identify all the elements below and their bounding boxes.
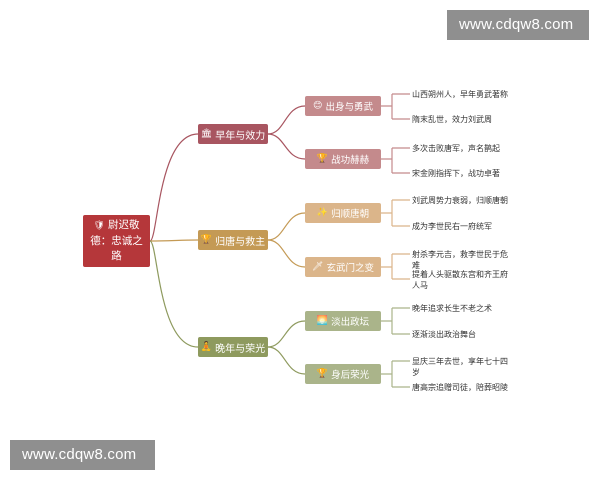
sparkle-icon: ✨ <box>316 208 329 218</box>
sunrise-icon: 🌅 <box>316 316 329 326</box>
connector-sub-4-leaves <box>381 253 410 280</box>
meditation-icon: 🧘 <box>200 342 213 352</box>
branch-label: 早年与效力 <box>215 130 266 142</box>
sub-label: 归顺唐朝 <box>331 209 370 220</box>
leaf-item: 刘武周势力衰弱，归顺唐朝 <box>412 196 508 205</box>
trophy-icon: 🏆 <box>316 154 329 164</box>
leaf-item: 多次击败唐军，声名鹊起 <box>412 144 500 153</box>
leaf-item: 显庆三年去世，享年七十四岁 <box>412 357 508 377</box>
sub-node-submission[interactable]: ✨归顺唐朝 <box>305 203 381 223</box>
branch-node-later-years[interactable]: 🧘晚年与荣光 <box>198 337 268 357</box>
connector-branch-1-sub-2 <box>267 133 306 160</box>
connector-sub-3-leaves <box>381 199 410 227</box>
sub-node-merits[interactable]: 🏆战功赫赫 <box>305 149 381 169</box>
connector-branch-2-sub-1 <box>267 212 306 241</box>
sword-icon: 🗡 <box>312 262 324 272</box>
leaf-item: 成为李世民右一府统军 <box>412 222 492 231</box>
sub-node-origins[interactable]: 😊出身与勇武 <box>305 96 381 116</box>
sub-node-retirement[interactable]: 🌅淡出政坛 <box>305 311 381 331</box>
bust-icon: 🏛 <box>200 129 213 139</box>
connector-root-branch-1 <box>149 133 199 242</box>
connector-sub-5-leaves <box>381 307 410 335</box>
connector-sub-1-leaves <box>381 93 410 120</box>
watermark-top: www.cdqw8.com <box>447 10 589 40</box>
connector-sub-2-leaves <box>381 147 410 174</box>
leaf-item: 唐高宗追赠司徒，陪葬昭陵 <box>412 383 508 392</box>
sub-label: 淡出政坛 <box>331 317 370 328</box>
leaf-item: 晚年追求长生不老之术 <box>412 304 492 313</box>
sub-node-posthumous[interactable]: 🏆身后荣光 <box>305 364 381 384</box>
root-label: 尉迟敬德：忠诚之路 <box>90 219 143 262</box>
connector-branch-1-sub-1 <box>267 105 306 135</box>
leaf-item: 逐渐淡出政治舞台 <box>412 330 476 339</box>
leaf-item: 山西朔州人，早年勇武著称 <box>412 90 508 99</box>
connector-root-branch-3 <box>149 240 199 348</box>
root-node[interactable]: 🛡尉迟敬德：忠诚之路 <box>83 215 150 267</box>
sub-label: 战功赫赫 <box>331 155 370 166</box>
face-icon: 😊 <box>313 101 323 111</box>
branch-node-early-years[interactable]: 🏛早年与效力 <box>198 124 268 144</box>
watermark-bottom: www.cdqw8.com <box>10 440 155 470</box>
connector-branch-2-sub-2 <box>267 239 306 268</box>
branch-node-joining-tang[interactable]: 🏆归唐与救主 <box>198 230 268 250</box>
trophy-icon: 🏆 <box>316 369 329 379</box>
sub-node-xuanwu-gate[interactable]: 🗡玄武门之变 <box>305 257 381 277</box>
branch-label: 归唐与救主 <box>215 236 266 248</box>
sub-label: 玄武门之变 <box>326 263 374 274</box>
branch-label: 晚年与荣光 <box>215 343 266 355</box>
leaf-item: 射杀李元吉，救李世民于危难 <box>412 250 508 270</box>
connector-branch-3-sub-2 <box>267 346 306 375</box>
sub-label: 身后荣光 <box>331 370 370 381</box>
leaf-item: 宋金刚指挥下，战功卓著 <box>412 169 500 178</box>
shield-icon: 🛡 <box>93 221 105 231</box>
connector-sub-6-leaves <box>381 360 410 388</box>
leaf-item: 隋末乱世，效力刘武周 <box>412 115 492 124</box>
trophy-icon: 🏆 <box>200 235 213 245</box>
connector-root-branch-2 <box>149 239 199 242</box>
connector-branch-3-sub-1 <box>267 320 306 348</box>
sub-label: 出身与勇武 <box>325 102 373 113</box>
leaf-item: 提着人头驱散东宫和齐王府人马 <box>412 270 508 290</box>
